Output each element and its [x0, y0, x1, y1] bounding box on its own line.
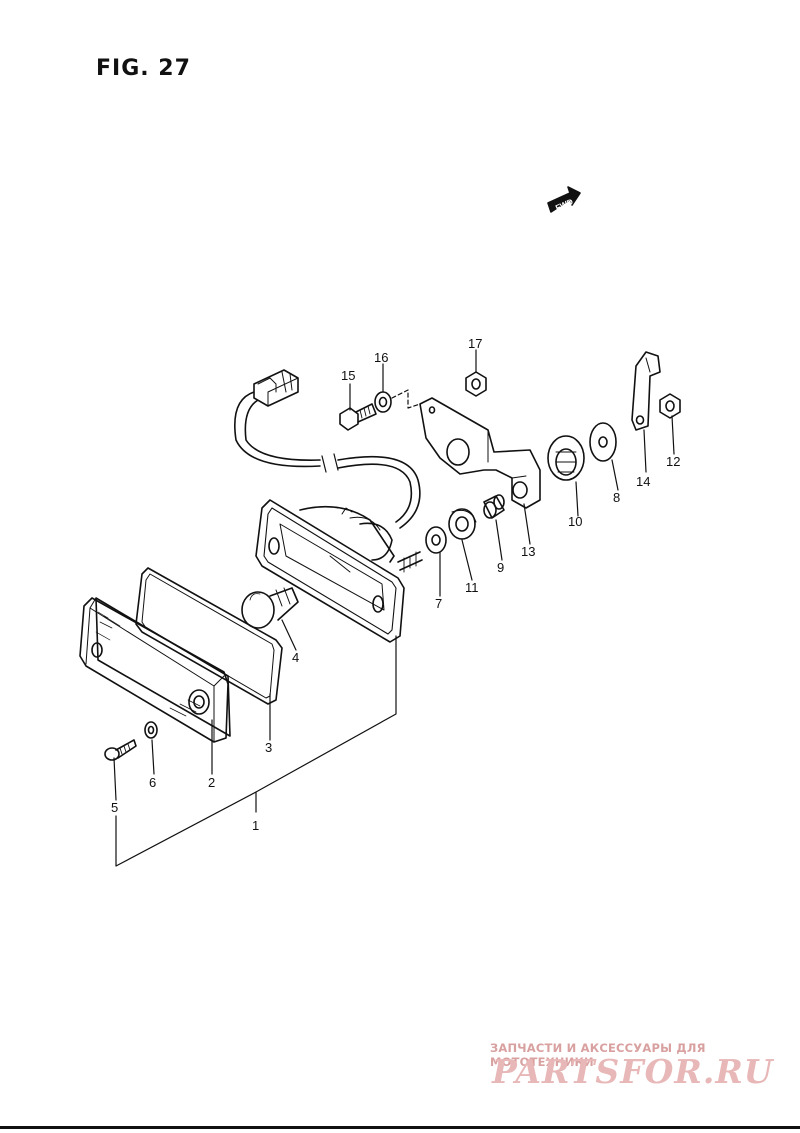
callout-9: 9 [497, 560, 504, 575]
bush-part [547, 435, 585, 481]
fwd-arrow-icon: FWD [547, 186, 581, 213]
callout-4: 4 [292, 650, 299, 665]
grommet-part-11 [448, 508, 477, 540]
figure-title: FIG. 27 [96, 56, 191, 81]
callout-12: 12 [666, 454, 680, 469]
callout-numbers: 1 2 3 4 5 6 7 8 9 10 11 12 13 14 15 16 1… [111, 336, 680, 833]
callout-6: 6 [149, 775, 156, 790]
bolt-path-line [391, 389, 421, 409]
callout-10: 10 [568, 514, 582, 529]
callout-3: 3 [265, 740, 272, 755]
washer-part-8 [589, 422, 617, 462]
callout-8: 8 [613, 490, 620, 505]
collar-part [483, 494, 505, 519]
leader-lines [113, 349, 675, 867]
callout-1: 1 [252, 818, 259, 833]
callout-16: 16 [374, 350, 388, 365]
callout-14: 14 [636, 474, 650, 489]
washer-part-6 [144, 721, 158, 739]
callout-7: 7 [435, 596, 442, 611]
callout-11: 11 [465, 580, 479, 595]
screw-part [104, 739, 137, 761]
callout-2: 2 [208, 775, 215, 790]
watermark-brand: PARTSFOR.RU [492, 1052, 774, 1091]
callout-15: 15 [341, 368, 355, 383]
washer-part-7 [425, 526, 447, 554]
callout-13: 13 [521, 544, 535, 559]
nut-part-17 [465, 371, 487, 397]
bottom-border [0, 1126, 800, 1129]
bolt-part [339, 403, 377, 431]
plate-part [631, 351, 661, 431]
callout-5: 5 [111, 800, 118, 815]
washer-part-16 [374, 391, 392, 413]
nut-part-12 [659, 393, 681, 419]
bracket-part [419, 397, 541, 509]
watermark-subtitle: ЗАПЧАСТИ И АКСЕССУАРЫ ДЛЯ МОТОТЕХНИКИ [490, 1041, 706, 1069]
bulb-part [241, 587, 299, 629]
wire-harness-part [234, 369, 421, 529]
callout-17: 17 [468, 336, 482, 351]
housing-part [255, 499, 423, 643]
